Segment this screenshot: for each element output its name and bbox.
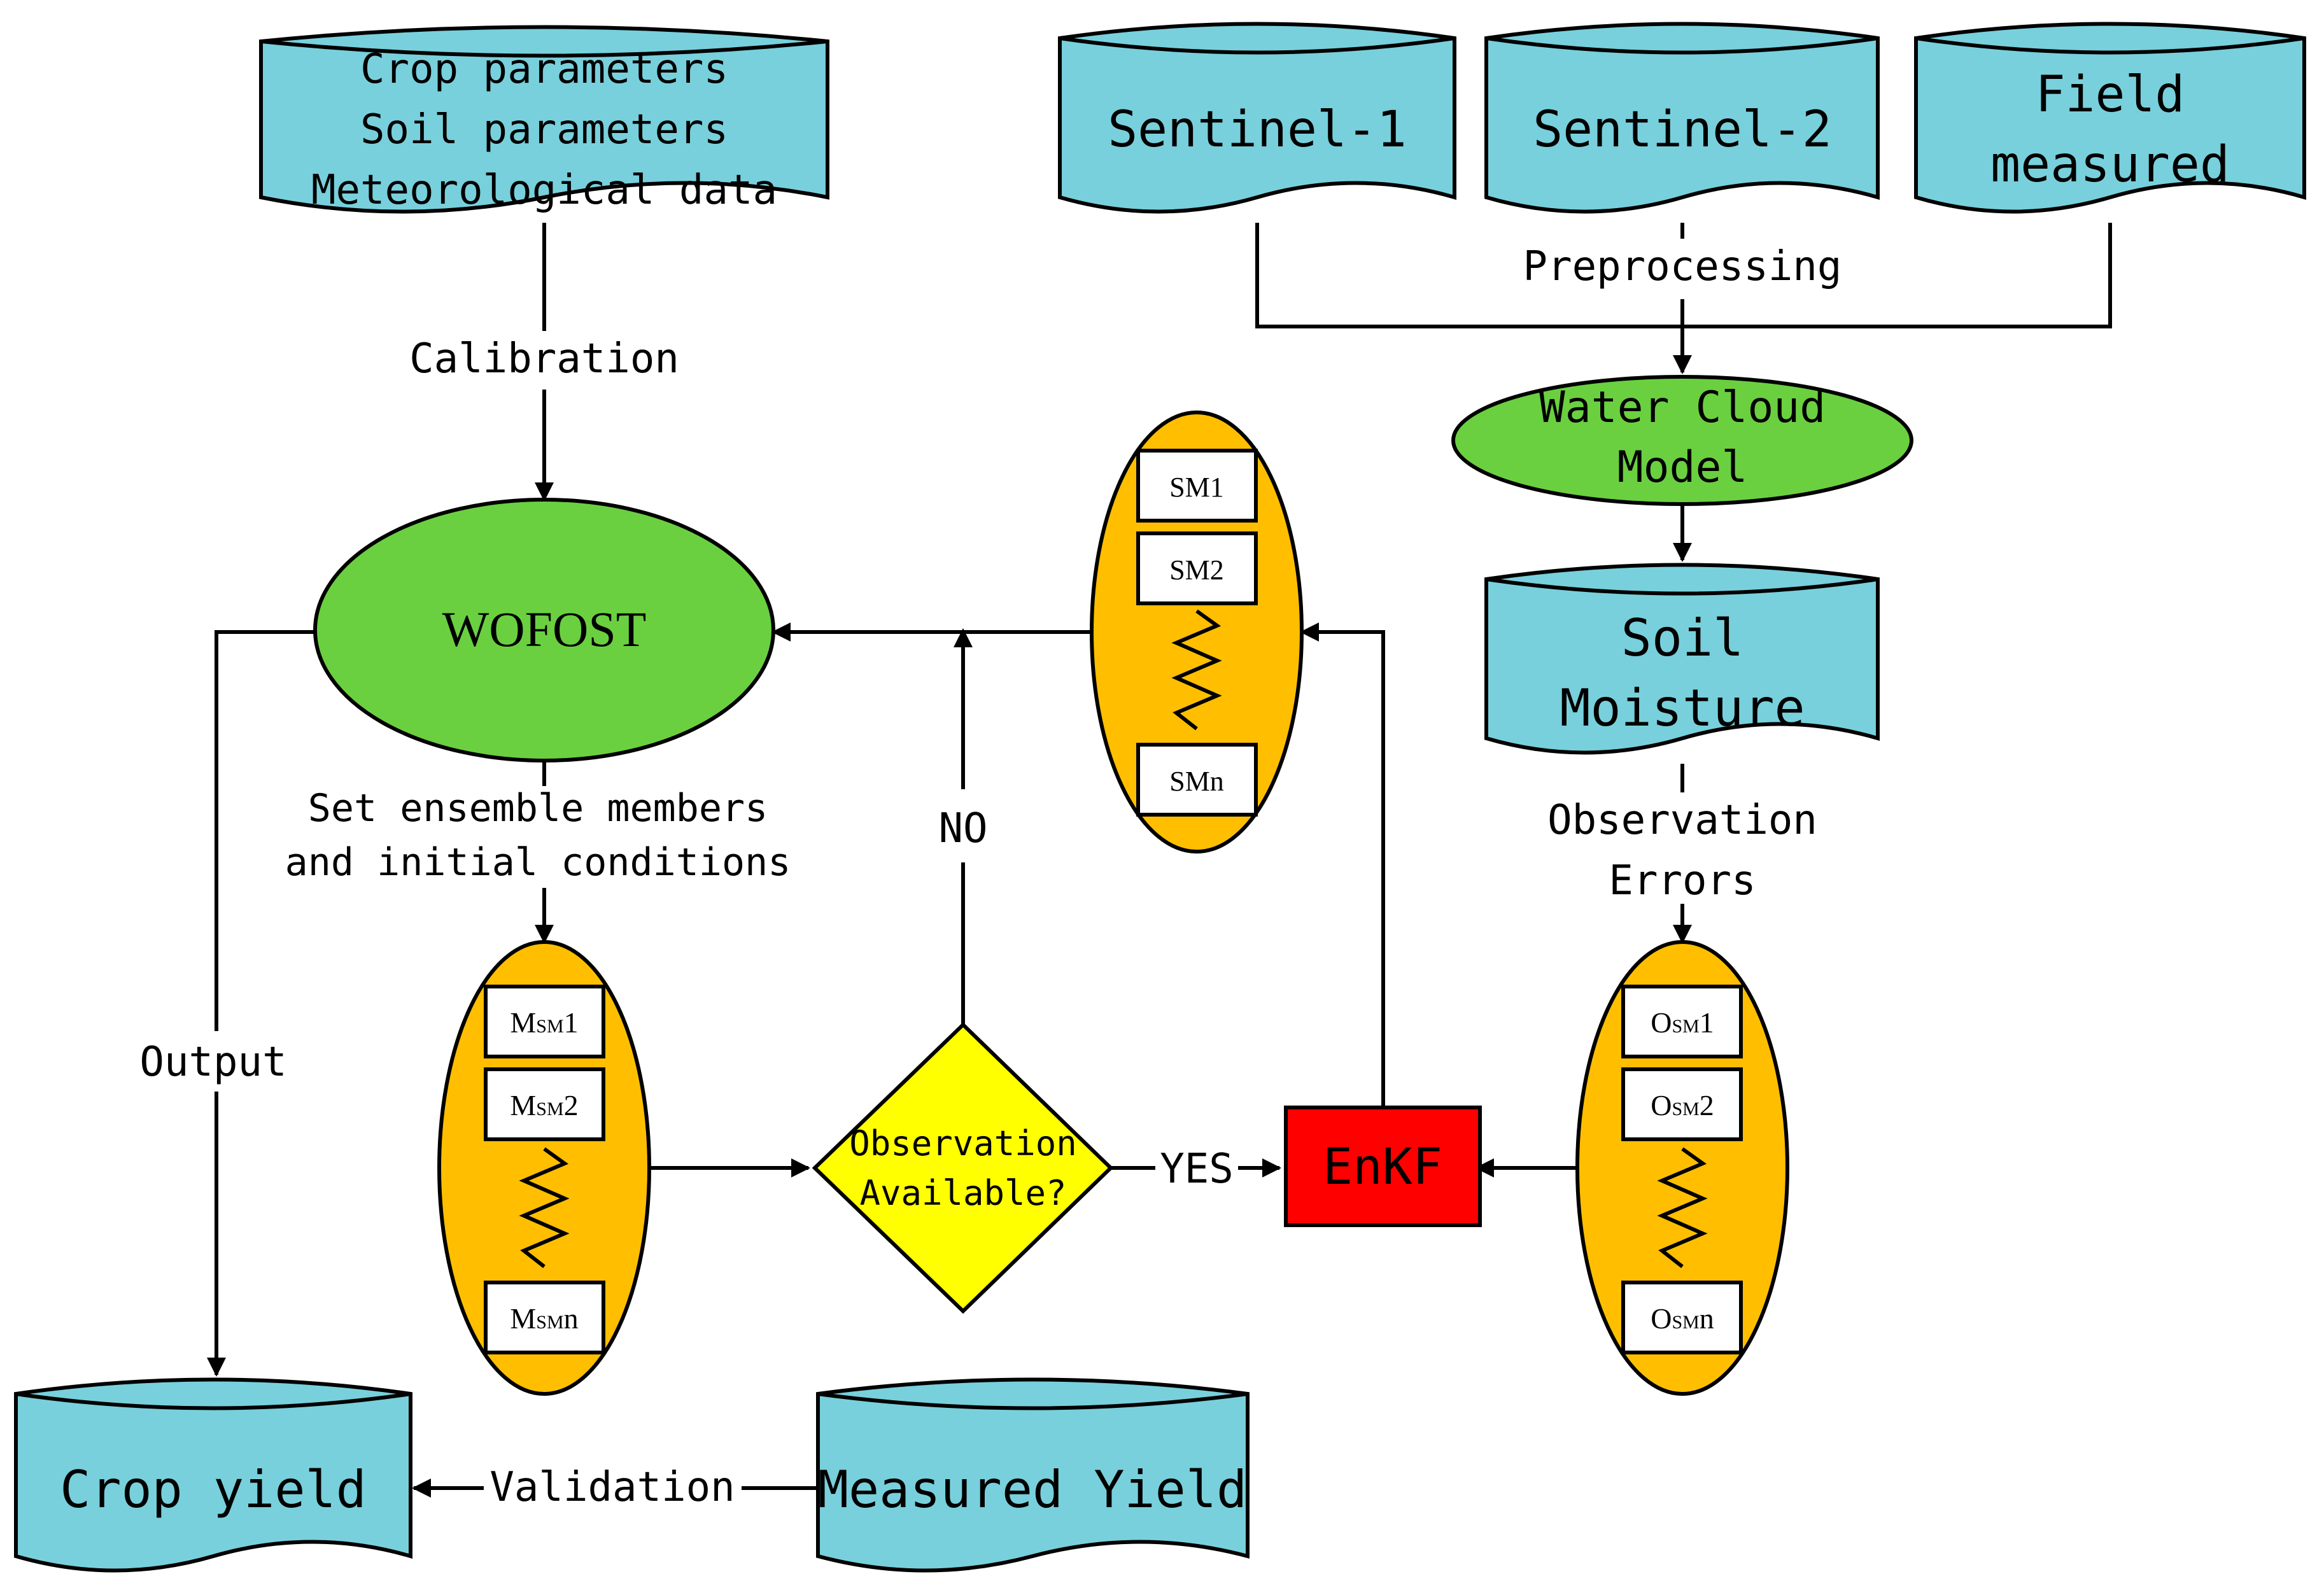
osm2-label: OSM2 bbox=[1651, 1089, 1714, 1121]
observation-errors-label-line1: Observation bbox=[1547, 797, 1817, 844]
soil-label: Soil bbox=[1621, 608, 1744, 668]
sm2-label: SM2 bbox=[1169, 554, 1224, 586]
set-ensemble-label-line1: Set ensemble members bbox=[308, 786, 768, 831]
wofost-node: WOFOST bbox=[313, 498, 775, 762]
sentinel-1-label: Sentinel-1 bbox=[1108, 101, 1407, 158]
wofost-ellipse bbox=[313, 498, 775, 762]
cylinder-rim bbox=[1059, 36, 1455, 55]
cylinder-body bbox=[1058, 22, 1456, 214]
member-box bbox=[484, 1281, 605, 1354]
crop-yield-data-store: Crop yield bbox=[14, 1377, 412, 1573]
cylinder-rim bbox=[1486, 36, 1878, 55]
cylinder-body bbox=[1914, 22, 2306, 214]
set-ensemble-label-line2: and initial conditions bbox=[285, 840, 791, 885]
meteorological-data-label: Meteorological data bbox=[311, 167, 777, 214]
measured-yield-data-store: Measured Yield bbox=[816, 1377, 1250, 1573]
sm1-label: SM1 bbox=[1169, 472, 1224, 503]
observation-errors-label-line2: Errors bbox=[1609, 857, 1756, 904]
crop-parameters-label: Crop parameters bbox=[360, 46, 728, 93]
zigzag-icon bbox=[519, 1147, 570, 1268]
member-box bbox=[484, 985, 605, 1058]
output-label: Output bbox=[139, 1039, 286, 1086]
osmn-label: OSMn bbox=[1651, 1302, 1714, 1335]
water-cloud-model-node: Water Cloud Model bbox=[1451, 375, 1913, 506]
updated-sm-ensemble: SM1 SM2 SMn bbox=[1090, 411, 1304, 854]
cylinder-rim bbox=[1486, 577, 1878, 596]
no-label: NO bbox=[938, 805, 987, 852]
msm1-label: MSM1 bbox=[510, 1006, 578, 1039]
crop-soil-met-data-store: Crop parameters Soil parameters Meteorol… bbox=[259, 25, 829, 214]
enkf-to-sm-arrow bbox=[1300, 622, 1385, 1107]
yes-label: YES bbox=[1160, 1146, 1234, 1193]
enkf-node: EnKF bbox=[1284, 1106, 1482, 1227]
calibration-label: Calibration bbox=[409, 335, 679, 383]
wofost-label: WOFOST bbox=[442, 601, 647, 657]
cylinder-body bbox=[259, 25, 829, 214]
member-box bbox=[1136, 449, 1258, 523]
connectors bbox=[207, 223, 2112, 1498]
cylinder-body bbox=[1484, 563, 1880, 755]
cylinder-rim bbox=[1915, 36, 2305, 55]
validation-label: Validation bbox=[489, 1464, 735, 1511]
crop-yield-label: Crop yield bbox=[60, 1460, 367, 1519]
sentinel-2-data-store: Sentinel-2 bbox=[1484, 22, 1880, 214]
cylinder-body bbox=[816, 1377, 1250, 1573]
cylinder-body bbox=[14, 1377, 412, 1573]
available-label: Available? bbox=[859, 1173, 1066, 1213]
zigzag-icon bbox=[1171, 609, 1222, 731]
observation-sm-ensemble: OSM1 OSM2 OSMn bbox=[1575, 940, 1789, 1396]
sentinel-2-label: Sentinel-2 bbox=[1533, 101, 1832, 158]
water-cloud-label: Water Cloud bbox=[1539, 383, 1826, 433]
cylinder-body bbox=[1484, 22, 1880, 214]
model-label: Model bbox=[1617, 442, 1748, 493]
moisture-label: Moisture bbox=[1560, 678, 1805, 738]
measured-yield-label: Measured Yield bbox=[818, 1460, 1247, 1519]
decision-node: Observation Available? bbox=[812, 1022, 1114, 1314]
enkf-box bbox=[1284, 1106, 1482, 1227]
member-box bbox=[1621, 985, 1743, 1058]
cylinder-rim bbox=[817, 1392, 1248, 1410]
model-sm-ensemble: MSM1 MSM2 MSMn bbox=[437, 940, 651, 1396]
decision-diamond bbox=[812, 1022, 1114, 1314]
msm2-label: MSM2 bbox=[510, 1089, 578, 1121]
cylinder-rim bbox=[260, 39, 828, 58]
water-cloud-ellipse bbox=[1451, 375, 1913, 506]
field-label: Field bbox=[2036, 66, 2185, 123]
edge-labels: Calibration Preprocessing Set ensemble m… bbox=[139, 243, 1842, 1511]
preprocessing-label: Preprocessing bbox=[1523, 243, 1842, 290]
msmn-label: MSMn bbox=[510, 1302, 578, 1335]
zigzag-icon bbox=[1657, 1147, 1708, 1268]
member-box bbox=[484, 1067, 605, 1141]
osm1-label: OSM1 bbox=[1651, 1006, 1714, 1039]
field-measured-data-store: Field measured bbox=[1914, 22, 2306, 214]
sentinel-1-data-store: Sentinel-1 bbox=[1058, 22, 1456, 214]
soil-moisture-data-store: Soil Moisture bbox=[1484, 563, 1880, 755]
soil-parameters-label: Soil parameters bbox=[360, 106, 728, 153]
enkf-label: EnKF bbox=[1323, 1139, 1442, 1196]
measured-label: measured bbox=[1990, 136, 2230, 193]
member-box bbox=[1621, 1281, 1743, 1354]
cylinder-rim bbox=[15, 1392, 411, 1410]
member-box bbox=[1136, 531, 1258, 605]
smn-label: SMn bbox=[1169, 766, 1224, 797]
member-box bbox=[1621, 1067, 1743, 1141]
member-box bbox=[1136, 743, 1258, 817]
observation-label: Observation bbox=[849, 1123, 1077, 1163]
